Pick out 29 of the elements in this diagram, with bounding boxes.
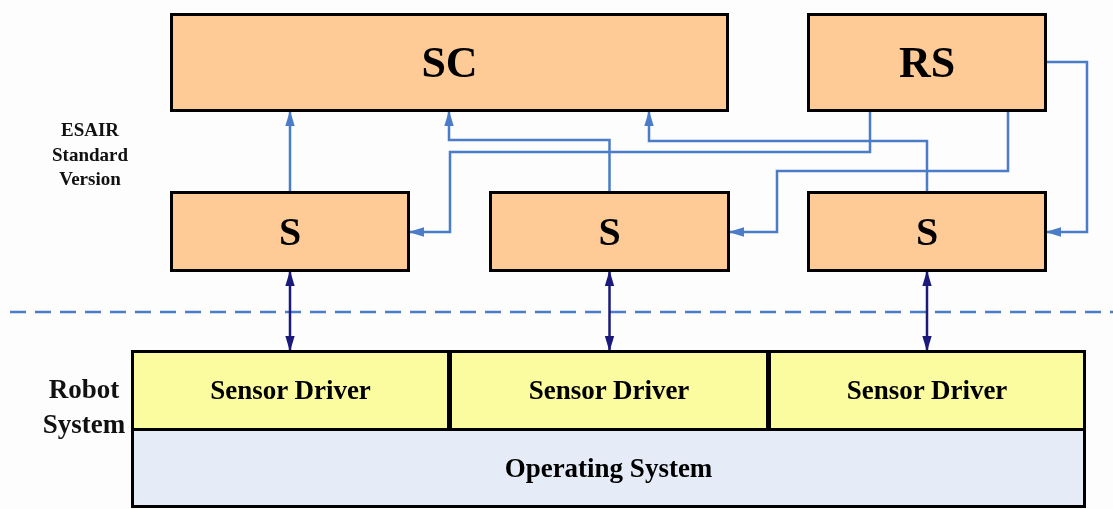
arrow xyxy=(408,112,872,237)
process-box xyxy=(170,13,729,112)
arrow xyxy=(728,112,1010,237)
box-label: Sensor Driver xyxy=(528,375,690,406)
arrow xyxy=(285,270,295,352)
process-box xyxy=(807,191,1047,272)
side-label: Robot System xyxy=(41,373,127,442)
arrow xyxy=(444,110,611,191)
arrow xyxy=(285,110,295,191)
side-label: ESAIR Standard Version xyxy=(51,118,129,192)
box-label: Operating System xyxy=(504,452,713,484)
process-box xyxy=(807,13,1047,112)
box-label: Sensor Driver xyxy=(210,375,371,406)
box-label: SC xyxy=(421,37,478,88)
arrow xyxy=(604,270,615,352)
system-box xyxy=(131,428,1086,508)
box-label: S xyxy=(915,208,939,255)
process-box xyxy=(489,191,730,272)
driver-box xyxy=(768,350,1086,431)
box-label: S xyxy=(598,208,621,255)
box-label: S xyxy=(278,208,302,255)
arrow xyxy=(922,270,932,352)
process-box xyxy=(170,191,410,272)
driver-box xyxy=(449,350,769,431)
driver-box xyxy=(131,350,450,431)
arrow xyxy=(1045,60,1089,237)
arrow xyxy=(644,110,929,191)
box-label: RS xyxy=(898,37,956,88)
box-label: Sensor Driver xyxy=(846,375,1008,406)
